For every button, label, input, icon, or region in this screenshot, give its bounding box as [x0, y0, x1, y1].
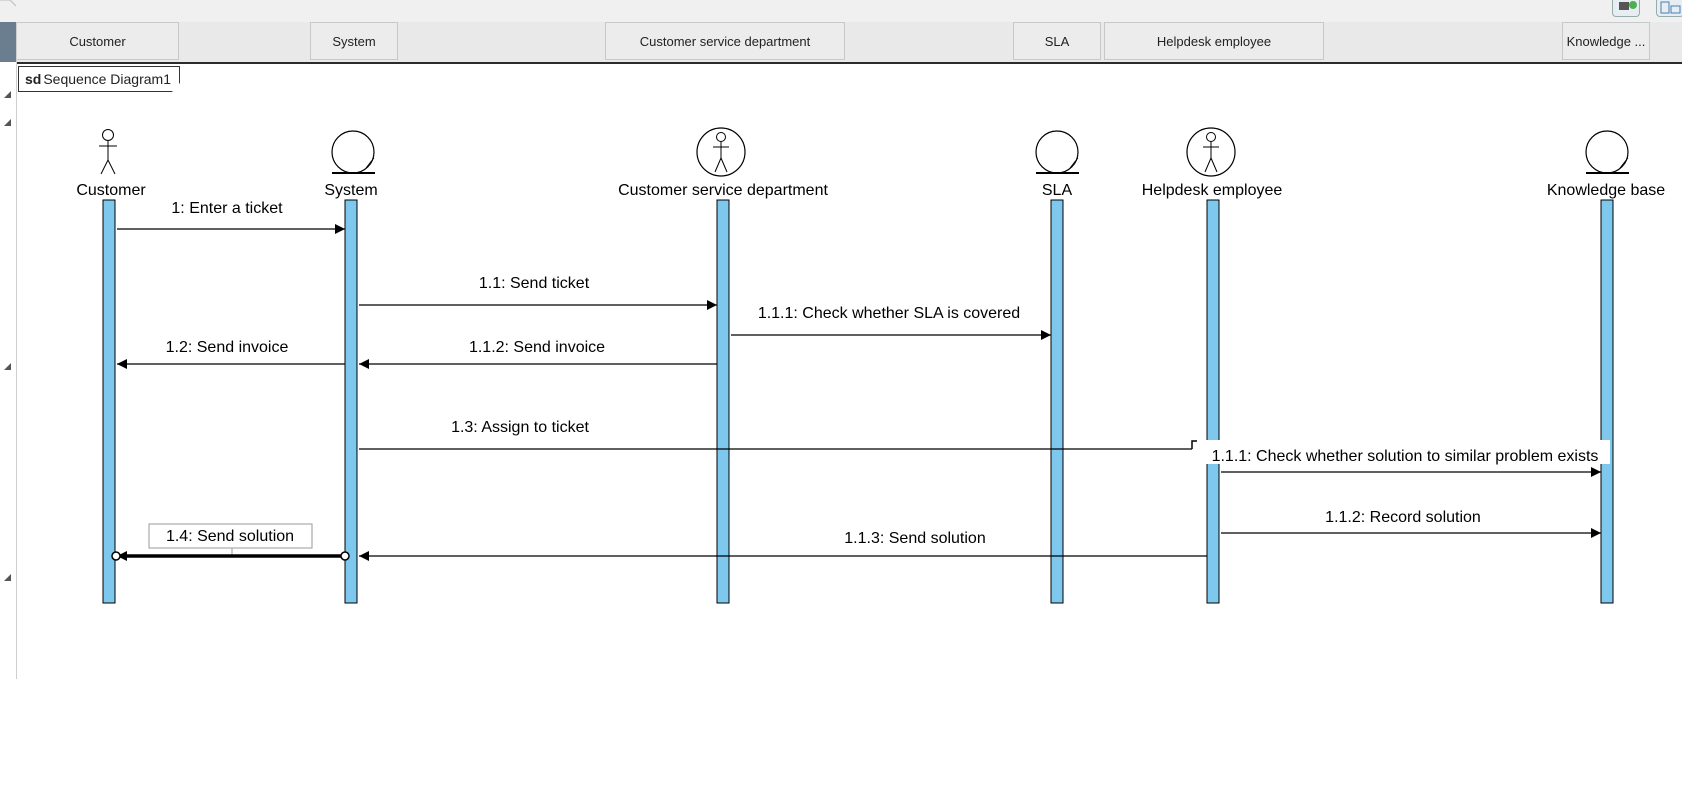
lifeline-label-customer-service-department[interactable]: Customer service department	[618, 182, 828, 199]
ruler-marker-icon[interactable]	[4, 574, 11, 581]
lane-header-customer-service-department[interactable]: Customer service department	[605, 22, 845, 60]
activation-bar-customer[interactable]	[102, 199, 116, 604]
lifeline-label-helpdesk-employee[interactable]: Helpdesk employee	[1142, 182, 1283, 199]
selection-handle-icon[interactable]	[111, 551, 121, 561]
actor-icon[interactable]	[99, 129, 117, 175]
ruler-marker-icon[interactable]	[4, 363, 11, 370]
lane-header-helpdesk-employee[interactable]: Helpdesk employee	[1104, 22, 1324, 60]
tab-corner-icon	[0, 0, 16, 7]
ruler-corner	[0, 22, 16, 62]
message-label[interactable]: 1.4: Send solution	[166, 528, 294, 545]
message-label[interactable]: 1.1.1: Check whether SLA is covered	[758, 305, 1020, 322]
message-arrowhead-icon	[1191, 440, 1197, 449]
message-label[interactable]: 1.1.1: Check whether solution to similar…	[1212, 448, 1599, 465]
frame-keyword: sd	[25, 71, 42, 87]
lifeline-label-system[interactable]: System	[324, 182, 377, 199]
message-label[interactable]: 1.1.2: Send invoice	[469, 339, 605, 356]
entity-icon[interactable]	[1585, 130, 1629, 174]
activation-bar-system[interactable]	[344, 199, 358, 604]
lane-header-customer[interactable]: Customer	[16, 22, 179, 60]
lane-header-bar: Customer System Customer service departm…	[0, 22, 1682, 64]
lane-header-system[interactable]: System	[310, 22, 398, 60]
layout-tool-icon[interactable]	[1656, 0, 1682, 17]
label-background	[1201, 440, 1610, 464]
message-label[interactable]: 1.3: Assign to ticket	[451, 419, 589, 436]
message-label[interactable]: 1: Enter a ticket	[171, 200, 283, 217]
ruler-marker-icon[interactable]	[4, 91, 11, 98]
business-actor-icon[interactable]	[1186, 127, 1236, 177]
message-label[interactable]: 1.2: Send invoice	[166, 339, 289, 356]
lane-header-sla[interactable]: SLA	[1013, 22, 1101, 60]
lifeline-label-sla[interactable]: SLA	[1042, 182, 1073, 199]
frame-name: Sequence Diagram1	[43, 71, 171, 87]
activation-bar-knowledge-base[interactable]	[1600, 199, 1614, 604]
entity-icon[interactable]	[1035, 130, 1079, 174]
selection-handle-icon[interactable]	[340, 551, 350, 561]
message-label[interactable]: 1.1.2: Record solution	[1325, 509, 1481, 526]
business-actor-icon[interactable]	[696, 127, 746, 177]
message-label[interactable]: 1.1: Send ticket	[479, 275, 590, 292]
lifeline-label-customer[interactable]: Customer	[76, 182, 146, 199]
entity-icon[interactable]	[331, 130, 375, 174]
lane-header-knowledge-base[interactable]: Knowledge ...	[1562, 22, 1650, 60]
ruler-marker-icon[interactable]	[4, 119, 11, 126]
activation-bar-helpdesk-employee[interactable]	[1206, 199, 1220, 604]
message-label[interactable]: 1.1.3: Send solution	[844, 530, 985, 547]
activation-bar-customer-service-department[interactable]	[716, 199, 730, 604]
lifeline-label-knowledge-base[interactable]: Knowledge base	[1547, 182, 1665, 199]
left-ruler	[0, 22, 17, 679]
flag-tool-icon[interactable]	[1612, 0, 1640, 17]
selected-label-box[interactable]	[148, 523, 313, 549]
activation-bar-sla[interactable]	[1050, 199, 1064, 604]
